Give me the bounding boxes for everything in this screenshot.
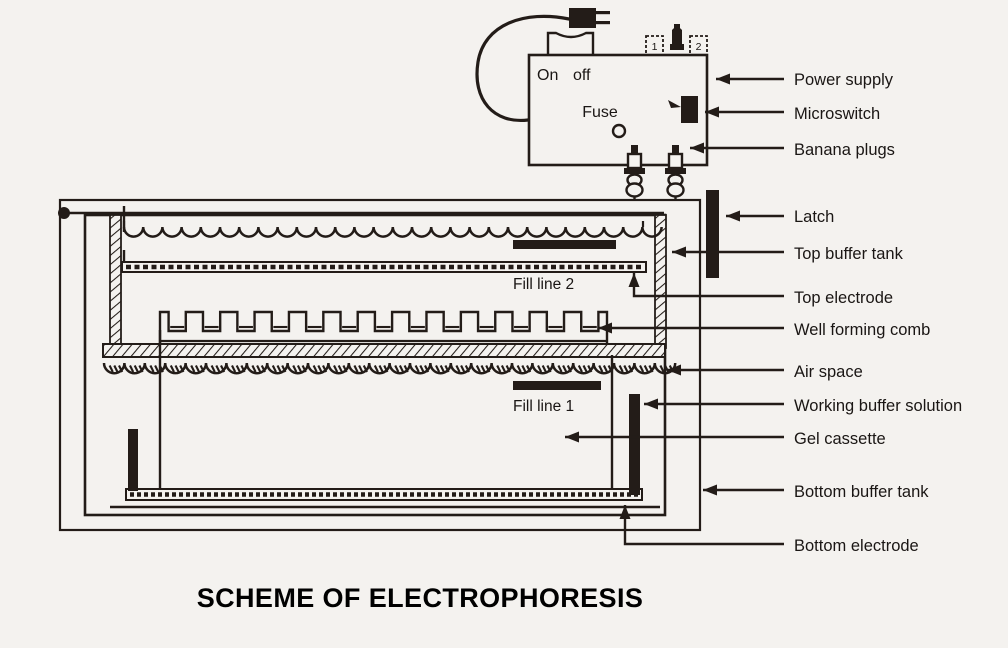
carry-handle [546, 31, 595, 56]
bottom-fill-marker-bar [513, 381, 601, 390]
bottom-electrode-wire [125, 488, 643, 501]
callout-label-power-supply: Power supply [794, 71, 894, 89]
fill-line-2-label: Fill line 2 [513, 276, 574, 293]
power-cord [475, 14, 571, 123]
callout-label-latch: Latch [794, 208, 834, 226]
well-forming-comb [158, 310, 609, 344]
callout-label-well-forming-comb: Well forming comb [794, 321, 930, 339]
bottom-electrode-post-left [128, 429, 138, 491]
top-buffer-meniscus [122, 221, 663, 238]
indicator-box-2: 2 [689, 35, 708, 56]
callout-label-top-electrode: Top electrode [794, 289, 893, 307]
gel-hatched-band [102, 343, 666, 358]
fuse-hole-icon [611, 123, 627, 139]
fuse-label: Fuse [582, 104, 618, 121]
callout-label-banana-plugs: Banana plugs [794, 141, 895, 159]
callout-label-bottom-electrode: Bottom electrode [794, 537, 919, 555]
top-electrode-wire [121, 250, 647, 273]
callout-label-working-buffer-solution: Working buffer solution [794, 397, 962, 415]
fill-line-1-label: Fill line 1 [513, 398, 574, 415]
latch-bar [706, 190, 719, 278]
banana-plug-left [624, 145, 645, 198]
working-buffer-meniscus [102, 362, 677, 375]
callout-label-bottom-buffer-tank: Bottom buffer tank [794, 483, 929, 501]
gel-cassette-outline [83, 213, 667, 517]
callout-label-top-buffer-tank: Top buffer tank [794, 245, 904, 263]
mains-plug-icon [569, 8, 610, 28]
indicator-1-label: 1 [652, 41, 658, 53]
bottom-electrode-post-right [629, 394, 640, 495]
callout-label-air-space: Air space [794, 363, 863, 381]
switch-on-label: On [537, 67, 558, 84]
power-supply-body [527, 53, 709, 167]
microswitch-block [668, 96, 698, 123]
indicator-2-label: 2 [696, 41, 702, 53]
callout-leaders [565, 73, 784, 546]
callout-label-microswitch: Microswitch [794, 105, 880, 123]
top-fill-marker-bar [513, 240, 616, 249]
figure-title: SCHEME OF ELECTROPHORESIS [197, 583, 644, 613]
indicator-box-1: 1 [645, 35, 664, 56]
cassette-wall-left [109, 214, 122, 349]
callout-label-gel-cassette: Gel cassette [794, 430, 886, 448]
switch-off-label: off [573, 67, 591, 84]
socket-connector-icon [670, 24, 684, 50]
lid-junction-dot [58, 207, 70, 219]
